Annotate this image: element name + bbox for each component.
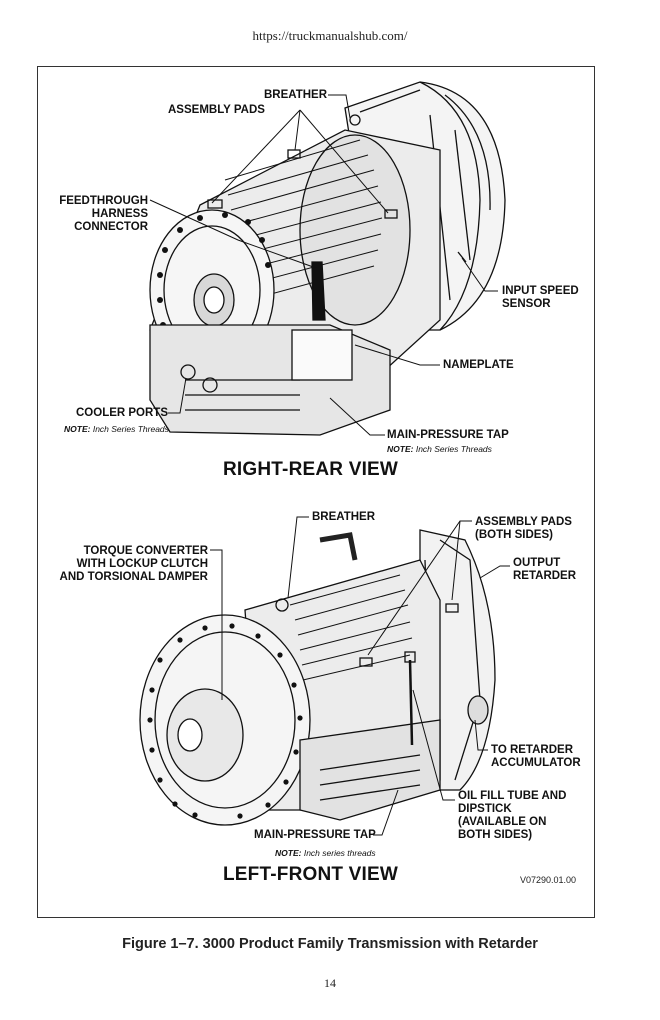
label-cooler-ports: COOLER PORTS — [76, 407, 169, 419]
label-oil-fill-tube-dipstick: OIL FILL TUBE AND DIPSTICK (AVAILABLE ON… — [458, 790, 567, 841]
left-front-transmission-drawing — [139, 529, 496, 826]
title-right-rear-view: RIGHT-REAR VIEW — [223, 459, 399, 480]
label-breather-bottom: BREATHER — [312, 511, 376, 523]
note-main-pressure-bottom: NOTE: Inch series threads — [275, 848, 376, 858]
header-url: https://truckmanualshub.com/ — [252, 28, 408, 43]
label-input-speed-sensor: INPUT SPEED SENSOR — [502, 285, 579, 310]
label-torque-converter: TORQUE CONVERTER WITH LOCKUP CLUTCH AND … — [59, 545, 208, 583]
label-main-pressure-tap-top: MAIN-PRESSURE TAP — [387, 429, 509, 441]
note-cooler-ports: NOTE: Inch Series Threads — [64, 424, 169, 434]
drawing-code: V07290.01.00 — [520, 875, 577, 885]
title-left-front-view: LEFT-FRONT VIEW — [223, 864, 399, 885]
page-number: 14 — [324, 976, 336, 990]
label-nameplate: NAMEPLATE — [443, 359, 514, 371]
right-rear-transmission-drawing — [149, 81, 506, 436]
figure-caption: Figure 1–7. 3000 Product Family Transmis… — [122, 936, 538, 952]
label-to-retarder-accumulator: TO RETARDER ACCUMULATOR — [491, 744, 581, 769]
label-breather-top: BREATHER — [264, 89, 328, 101]
label-assembly-pads-top: ASSEMBLY PADS — [168, 104, 265, 116]
label-main-pressure-tap-bottom: MAIN-PRESSURE TAP — [254, 829, 376, 841]
label-feedthrough-harness-connector: FEEDTHROUGH HARNESS CONNECTOR — [59, 195, 148, 233]
label-assembly-pads-bottom: ASSEMBLY PADS (BOTH SIDES) — [475, 516, 572, 541]
label-output-retarder: OUTPUT RETARDER — [513, 557, 577, 582]
note-main-pressure-top: NOTE: Inch Series Threads — [387, 444, 492, 454]
figure-frame — [37, 66, 595, 918]
